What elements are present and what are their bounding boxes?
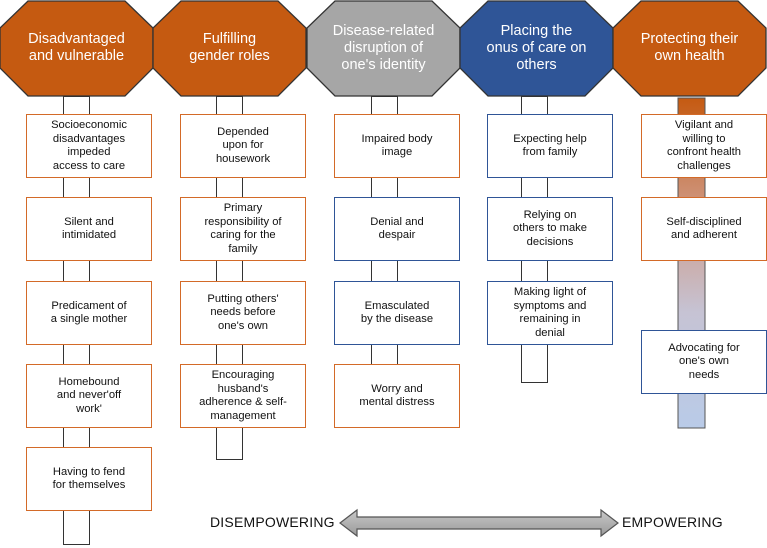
theme-box: Relying on others to make decisions xyxy=(487,197,613,261)
theme-box: Making light of symptoms and remaining i… xyxy=(487,281,613,345)
theme-box: Silent and intimidated xyxy=(26,197,152,261)
double-arrow xyxy=(339,508,619,538)
header-octagon xyxy=(152,0,307,97)
theme-box: Homebound and never'off work' xyxy=(26,364,152,428)
disempowering-label: DISEMPOWERING xyxy=(210,514,335,530)
theme-box: Self-disciplined and adherent xyxy=(641,197,767,261)
header-octagon xyxy=(306,0,461,97)
theme-box: Putting others' needs before one's own xyxy=(180,281,306,345)
empowering-label: EMPOWERING xyxy=(622,514,723,530)
theme-box: Impaired body image xyxy=(334,114,460,178)
header-octagon xyxy=(459,0,614,97)
theme-box: Denial and despair xyxy=(334,197,460,261)
theme-box: Expecting help from family xyxy=(487,114,613,178)
theme-box: Emasculated by the disease xyxy=(334,281,460,345)
theme-box: Having to fend for themselves xyxy=(26,447,152,511)
theme-box: Worry and mental distress xyxy=(334,364,460,428)
header-octagon xyxy=(612,0,767,97)
theme-box: Advocating for one's own needs xyxy=(641,330,767,394)
theme-box: Predicament of a single mother xyxy=(26,281,152,345)
theme-box: Depended upon for housework xyxy=(180,114,306,178)
theme-box: Vigilant and willing to confront health … xyxy=(641,114,767,178)
theme-box: Primary responsibility of caring for the… xyxy=(180,197,306,261)
theme-box: Socioeconomic disadvantages impeded acce… xyxy=(26,114,152,178)
theme-box: Encouraging husband's adherence & self- … xyxy=(180,364,306,428)
header-octagon xyxy=(0,0,154,97)
